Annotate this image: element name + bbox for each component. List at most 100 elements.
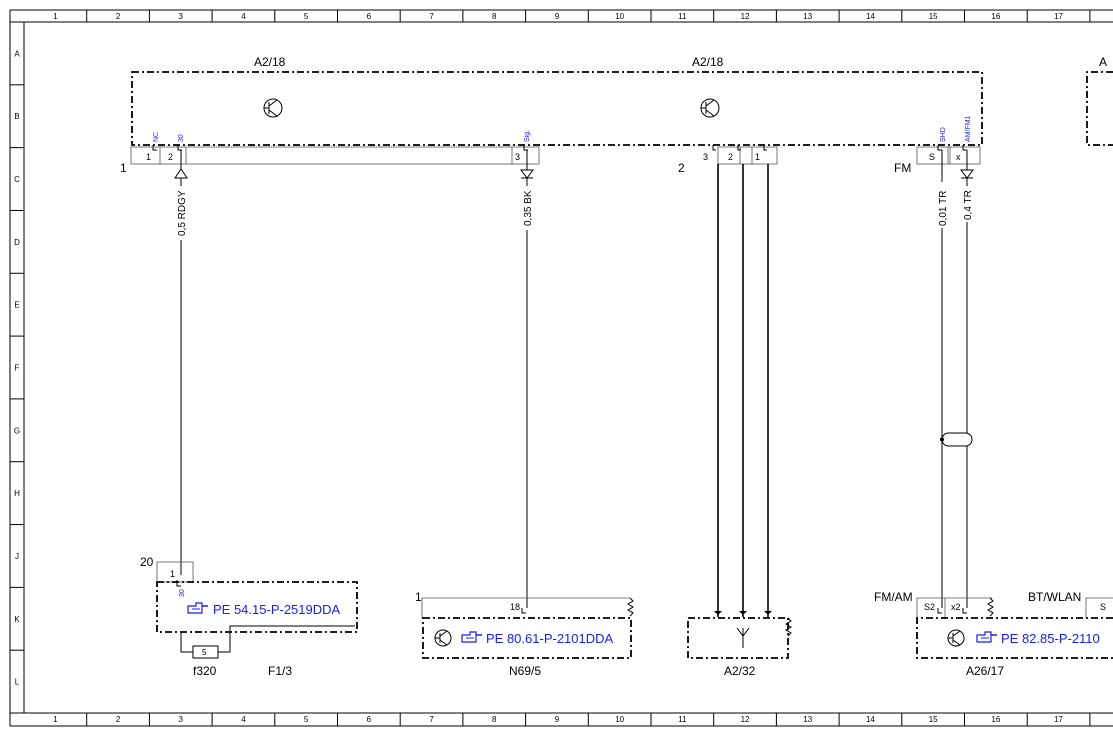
pin-name: NC [153, 132, 160, 142]
column-number: 10 [615, 715, 624, 724]
fuse-value: 5 [202, 648, 207, 657]
connector-label: FM [894, 161, 911, 175]
wire-spec: 0,4 TR [963, 190, 974, 220]
hand-pointer-icon [461, 631, 482, 643]
pin-number: S [1100, 602, 1106, 612]
connector-1[interactable]: 1 1 2 3 NC 30 Sig. [120, 130, 540, 175]
arrow-up-icon [174, 168, 188, 179]
fuse-label: f320 [193, 664, 217, 678]
reference-link[interactable]: PE 54.15-P-2519DDA [213, 602, 341, 617]
pin-number: 2 [168, 152, 173, 162]
pin-marker [739, 611, 747, 615]
component-a2-32[interactable]: A2/32 [687, 611, 792, 678]
column-number: 3 [179, 715, 184, 724]
connector-2[interactable]: 2 3 2 1 [678, 145, 778, 175]
column-number: 15 [929, 715, 938, 724]
row-letter: J [15, 552, 19, 561]
wire-0-4-tr[interactable]: 0,4 TR [960, 150, 974, 608]
row-letter: G [14, 426, 20, 435]
column-number: 15 [929, 12, 938, 21]
hand-pointer-icon [976, 631, 997, 643]
pin-name: 30 [179, 589, 186, 597]
pin-number: x [956, 152, 961, 162]
component-label: N69/5 [509, 664, 541, 678]
pin-number: x2 [951, 602, 961, 612]
wire-0-35-bk[interactable]: 0,35 BK [520, 150, 534, 608]
column-number: 1 [53, 12, 58, 21]
column-number: 11 [678, 12, 687, 21]
column-number: 17 [1054, 12, 1063, 21]
row-letter: A [14, 49, 20, 58]
row-letter: D [14, 238, 20, 247]
component-label: A26/17 [966, 664, 1004, 678]
column-number: 13 [803, 715, 812, 724]
pin-number: S2 [924, 602, 935, 612]
column-number: 1 [53, 715, 58, 724]
component-n69-5[interactable]: 1 18 PE 80.61-P-2101DDA N69/5 [415, 590, 634, 678]
column-number: 10 [615, 12, 624, 21]
pin-name: SHD [940, 127, 947, 142]
pin-number: 18 [510, 602, 520, 612]
wire-spec: 0,35 BK [523, 190, 534, 226]
wire-0-5-rdgy[interactable]: 0,5 RDGY [174, 150, 188, 575]
pin-marker [764, 611, 772, 615]
row-letter: B [14, 112, 19, 121]
module-title-mid: A2/18 [692, 55, 724, 69]
transistor-icon [434, 629, 452, 647]
arrow-down-icon [520, 169, 534, 179]
wire-0-01-tr[interactable]: 0,01 TR [938, 150, 949, 608]
column-number: 4 [241, 715, 246, 724]
row-letter: K [14, 615, 20, 624]
column-number: 5 [304, 12, 309, 21]
wire-antenna-bus[interactable] [717, 164, 769, 617]
wire-spec: 0,01 TR [938, 191, 949, 226]
column-number: 14 [866, 12, 875, 21]
row-letter: F [15, 364, 20, 373]
twisted-pair-marker [940, 432, 973, 447]
component-a26-17[interactable]: FM/AM S2 x2 BT/WLAN S PE 82.85-P-2110 A2… [874, 590, 1113, 678]
fuse-block-f1-3[interactable]: 20 1 30 PE 54.15-P-2519DDA 5 f320 F1/3 [140, 555, 358, 678]
antenna-icon [736, 627, 750, 648]
column-number: 8 [492, 12, 497, 21]
pin-number: 1 [755, 152, 760, 162]
column-number: 5 [304, 715, 309, 724]
connector-label: FM/AM [874, 590, 913, 604]
column-grid: 1122334455667788991010111112121313141415… [53, 10, 1091, 726]
reference-link[interactable]: PE 80.61-P-2101DDA [486, 631, 614, 646]
column-number: 12 [741, 715, 750, 724]
pin-number: 1 [146, 152, 151, 162]
module-title-right: A [1099, 55, 1107, 69]
column-number: 11 [678, 715, 687, 724]
row-letter: H [14, 489, 20, 498]
column-number: 7 [429, 715, 434, 724]
transistor-icon [947, 629, 965, 647]
component-label: A2/32 [724, 664, 756, 678]
arrow-down-icon [960, 169, 974, 179]
pin-number: 1 [170, 569, 175, 579]
row-letter: E [14, 301, 19, 310]
reference-link[interactable]: PE 82.85-P-2110 [1001, 631, 1100, 646]
column-number: 14 [866, 715, 875, 724]
fuse-icon [192, 645, 219, 659]
connector-label: 20 [140, 555, 154, 569]
connector-label: BT/WLAN [1028, 590, 1081, 604]
pin-number: 3 [515, 152, 520, 162]
column-number: 3 [179, 12, 184, 21]
break-symbol [987, 597, 994, 617]
column-number: 9 [555, 12, 560, 21]
wire-spec: 0,5 RDGY [177, 190, 188, 236]
column-number: 12 [741, 12, 750, 21]
module-right-partial[interactable]: A [1086, 55, 1113, 146]
component-label: F1/3 [268, 664, 292, 678]
module-a2-18[interactable]: A2/18 A2/18 [131, 55, 983, 146]
hand-pointer-icon [187, 602, 208, 614]
pin-number: 2 [728, 152, 733, 162]
row-letter: L [15, 678, 20, 687]
connector-fm[interactable]: FM S x SHD AM/FM1 [894, 115, 981, 175]
frame: 1122334455667788991010111112121313141415… [9, 9, 1113, 727]
column-number: 16 [991, 715, 1000, 724]
transistor-icon [263, 98, 283, 118]
connector-label: 2 [678, 161, 685, 175]
break-symbol [785, 617, 792, 637]
